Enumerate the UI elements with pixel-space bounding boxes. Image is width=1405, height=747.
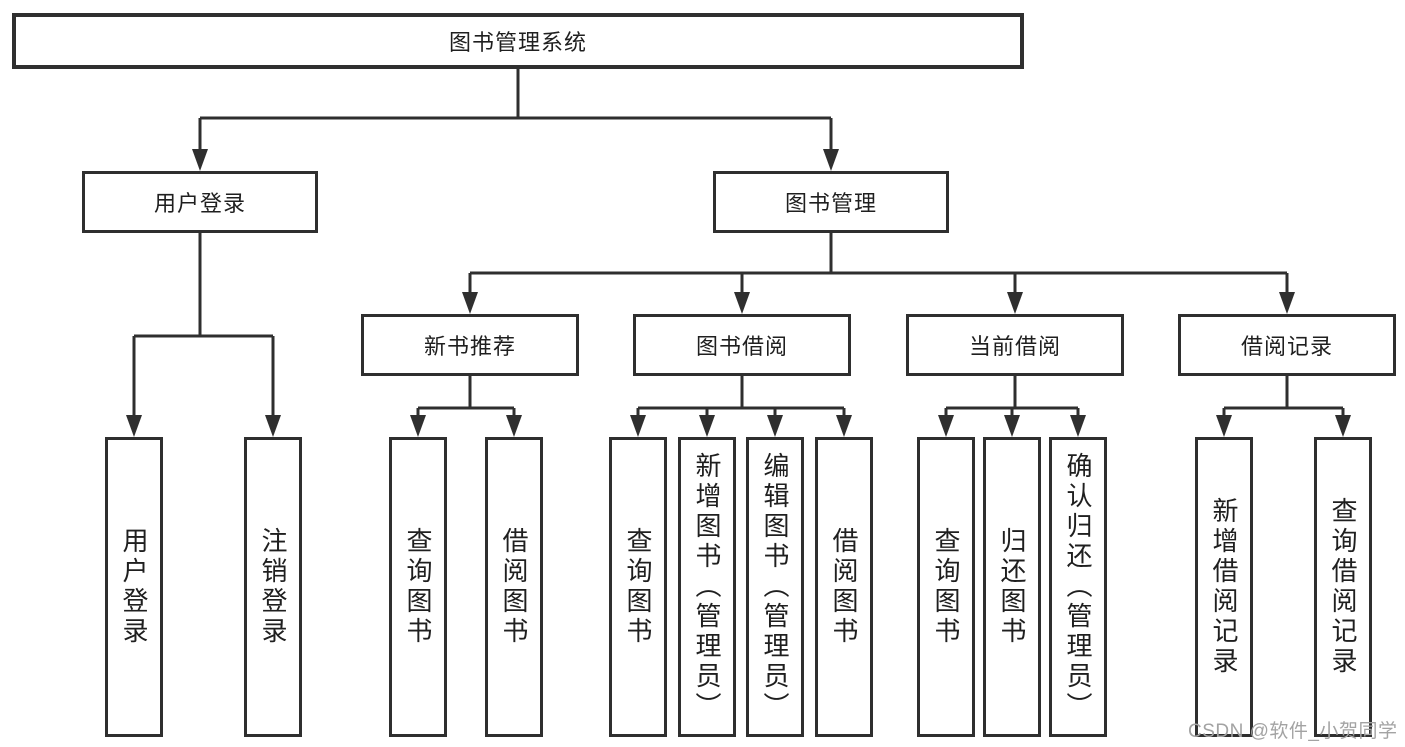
arrowhead-icon [1335, 415, 1351, 437]
leaf-label: 查询图书 [623, 527, 653, 647]
connector-book-borrow-to-leaves [630, 376, 852, 437]
leaf-label: 用户登录 [119, 527, 149, 647]
leaf-label: 归还图书 [997, 527, 1027, 647]
arrowhead-icon [506, 415, 522, 437]
connector-user-login-to-leaves [126, 233, 281, 437]
arrowhead-icon [836, 415, 852, 437]
arrowhead-icon [126, 415, 142, 437]
node-label: 借阅记录 [1240, 334, 1333, 359]
node-user-login: 用户登录 [82, 171, 318, 233]
arrowhead-icon [938, 415, 954, 437]
arrowhead-icon [410, 415, 426, 437]
leaf-label: 确认归还（管理员） [1063, 452, 1093, 722]
watermark: CSDN @软件_小贺同学 [1188, 721, 1398, 742]
arrowhead-icon [1216, 415, 1232, 437]
leaf-query-books-recommend: 查询图书 [389, 437, 447, 737]
leaf-edit-book-admin: 编辑图书（管理员） [746, 437, 804, 737]
connector-borrow-record-to-leaves [1216, 376, 1351, 437]
arrowhead-icon [1007, 292, 1023, 314]
leaf-label: 查询图书 [931, 527, 961, 647]
node-label: 图书管理 [784, 191, 877, 216]
leaf-return-books: 归还图书 [983, 437, 1041, 737]
node-label: 图书借阅 [695, 334, 788, 359]
leaf-label: 借阅图书 [829, 527, 859, 647]
arrowhead-icon [699, 415, 715, 437]
arrowhead-icon [1070, 415, 1086, 437]
leaf-label: 新增借阅记录 [1209, 497, 1239, 677]
arrowhead-icon [192, 149, 208, 171]
node-book-management: 图书管理 [713, 171, 949, 233]
arrowhead-icon [265, 415, 281, 437]
node-current-borrow: 当前借阅 [906, 314, 1124, 376]
leaf-query-books-current: 查询图书 [917, 437, 975, 737]
arrowhead-icon [462, 292, 478, 314]
connector-root-to-level2 [192, 69, 839, 171]
leaf-logout: 注销登录 [244, 437, 302, 737]
arrowhead-icon [1279, 292, 1295, 314]
leaf-borrow-books-recommend: 借阅图书 [485, 437, 543, 737]
arrowhead-icon [630, 415, 646, 437]
leaf-label: 借阅图书 [499, 527, 529, 647]
leaf-query-borrow-record: 查询借阅记录 [1314, 437, 1372, 737]
node-label: 图书管理系统 [448, 30, 587, 55]
leaf-label: 查询图书 [403, 527, 433, 647]
arrowhead-icon [767, 415, 783, 437]
node-label: 当前借阅 [968, 334, 1061, 359]
leaf-add-book-admin: 新增图书（管理员） [678, 437, 736, 737]
node-book-borrow: 图书借阅 [633, 314, 851, 376]
leaf-label: 注销登录 [258, 527, 288, 647]
arrowhead-icon [1004, 415, 1020, 437]
node-label: 用户登录 [153, 191, 246, 216]
connector-book-management-to-level3 [462, 233, 1295, 314]
node-borrow-record: 借阅记录 [1178, 314, 1396, 376]
leaf-query-books-borrow: 查询图书 [609, 437, 667, 737]
arrowhead-icon [823, 149, 839, 171]
leaf-label: 新增图书（管理员） [692, 452, 722, 722]
node-library-management-system: 图书管理系统 [12, 13, 1024, 69]
connector-current-borrow-to-leaves [938, 376, 1086, 437]
leaf-label: 编辑图书（管理员） [760, 452, 790, 722]
leaf-confirm-return-admin: 确认归还（管理员） [1049, 437, 1107, 737]
arrowhead-icon [734, 292, 750, 314]
leaf-label: 查询借阅记录 [1328, 497, 1358, 677]
node-new-book-recommend: 新书推荐 [361, 314, 579, 376]
node-label: 新书推荐 [423, 334, 516, 359]
leaf-user-login: 用户登录 [105, 437, 163, 737]
connector-new-book-recommend-to-leaves [410, 376, 522, 437]
leaf-add-borrow-record: 新增借阅记录 [1195, 437, 1253, 737]
leaf-borrow-books: 借阅图书 [815, 437, 873, 737]
